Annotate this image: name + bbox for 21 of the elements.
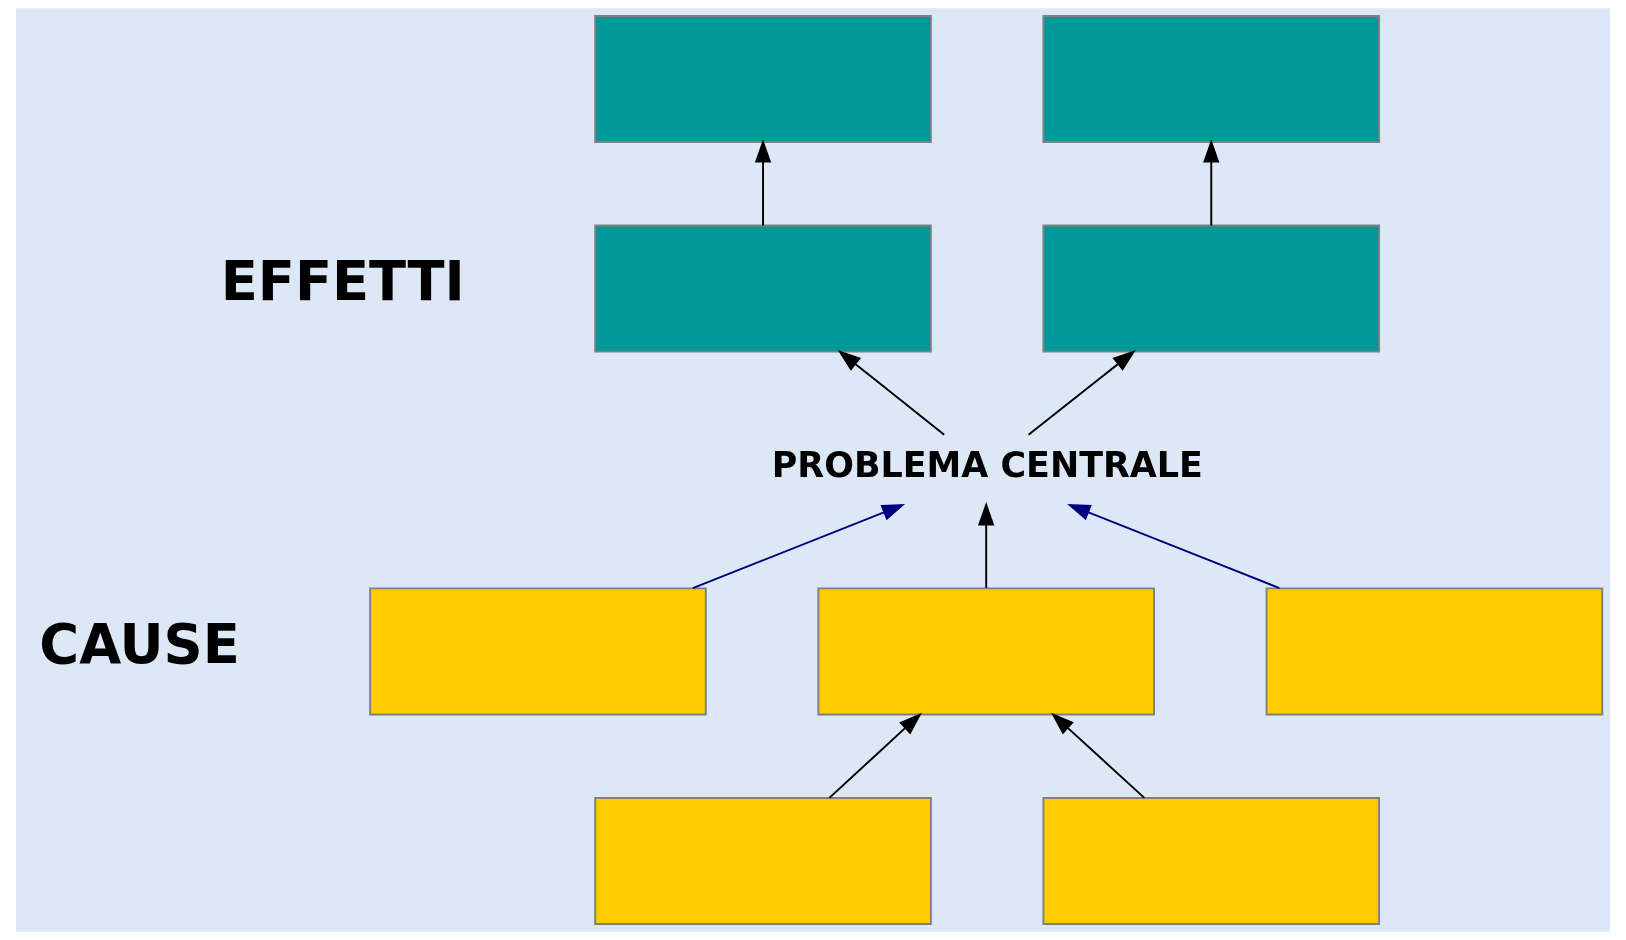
arrow (1203, 139, 1220, 227)
node-box (594, 224, 932, 353)
node-text: PROBLEMA CENTRALE (771, 444, 1203, 485)
arrow (837, 349, 946, 436)
node-box (1042, 15, 1381, 144)
node-box (594, 796, 932, 925)
arrow (691, 504, 906, 590)
node-box (817, 587, 1155, 716)
arrow (828, 712, 922, 799)
arrow (754, 139, 772, 227)
node-box (1042, 796, 1381, 925)
label: CAUSE (39, 612, 240, 676)
node-box (1265, 587, 1604, 716)
node-box (1042, 224, 1381, 353)
node-box (594, 15, 932, 144)
label: EFFETTI (220, 250, 465, 314)
arrow (978, 502, 995, 589)
arrow (1067, 504, 1281, 590)
arrow (1027, 349, 1136, 436)
node-box (369, 587, 707, 716)
arrow (1051, 712, 1146, 799)
